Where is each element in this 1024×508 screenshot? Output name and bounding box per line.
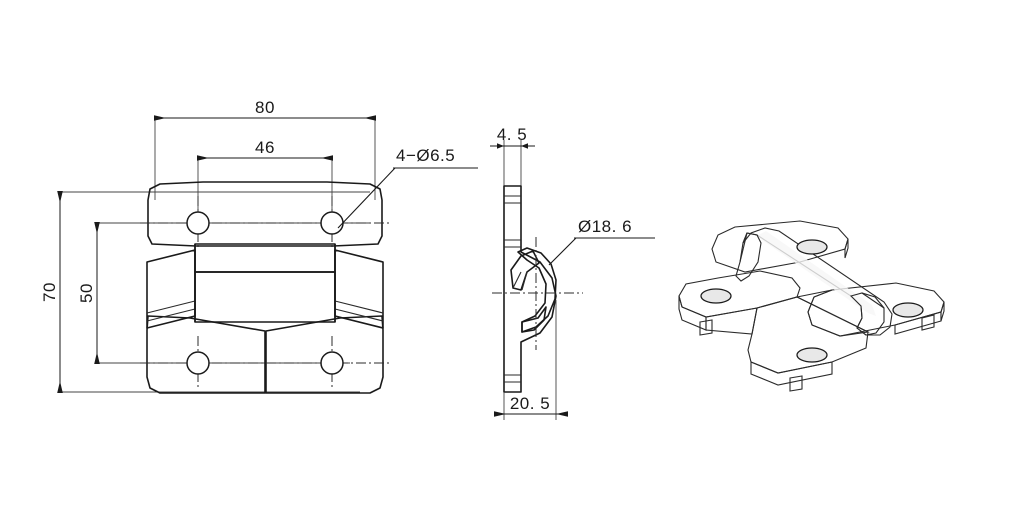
mounting-hole-top-right <box>320 211 344 235</box>
front-barrel-upper <box>194 243 336 273</box>
dimension-label-hole-spacing: 46 <box>255 138 275 157</box>
dimension-label-height: 70 <box>40 282 59 302</box>
side-barrel-inner-curl <box>521 306 547 333</box>
iso-knuckle-shadow <box>795 289 870 337</box>
mounting-hole-bottom-right <box>320 351 344 375</box>
side-body-profile <box>503 185 557 393</box>
mounting-hole-top-left <box>186 211 210 235</box>
iso-barrel-cap-right <box>849 292 885 336</box>
iso-hole-left <box>700 288 732 304</box>
iso-barrel-highlight <box>757 231 876 316</box>
iso-front-leaf-edge-2 <box>894 311 942 335</box>
dimension-depth-20-5: 20. 5 <box>494 300 568 420</box>
dimension-label-hole-vertical: 50 <box>77 283 96 303</box>
front-view: 80 46 70 50 <box>40 98 478 394</box>
front-view-extension-lines <box>60 118 376 393</box>
callout-barrel-diameter: Ø18. 6 <box>548 217 655 266</box>
iso-notch-right <box>921 314 935 331</box>
dimension-hole-vertical-50: 50 <box>77 222 100 364</box>
side-barrel-shell <box>517 247 557 333</box>
callout-hole-diameter: 4−Ø6.5 <box>337 146 478 229</box>
iso-left-leaf-edge <box>678 295 707 331</box>
iso-hole-front-mid <box>796 347 828 363</box>
iso-notch-front <box>789 375 803 392</box>
front-top-plate <box>147 181 383 247</box>
dimension-width-80: 80 <box>154 98 376 121</box>
callout-label-barrel-diameter: Ø18. 6 <box>578 217 632 236</box>
dimension-hole-spacing-46: 46 <box>197 138 333 161</box>
dimension-label-thickness: 4. 5 <box>497 125 527 144</box>
iso-barrel-cap-left <box>735 232 762 282</box>
iso-left-leaf-edge-2 <box>705 307 758 335</box>
callout-label-hole-diameter: 4−Ø6.5 <box>396 146 455 165</box>
dimension-thickness-4-5: 4. 5 <box>490 125 535 195</box>
dimension-height-70: 70 <box>40 191 63 393</box>
front-barrel-lower <box>194 271 336 323</box>
iso-hole-front-right <box>892 302 924 318</box>
iso-back-leaf-edge <box>844 238 849 259</box>
side-view: 4. 5 <box>490 125 655 420</box>
iso-hole-back <box>796 239 828 255</box>
mounting-hole-bottom-left <box>186 351 210 375</box>
isometric-view <box>678 220 945 392</box>
iso-mid-plate-edge <box>750 361 833 386</box>
dimension-label-width: 80 <box>255 98 275 117</box>
dimension-label-depth: 20. 5 <box>510 394 550 413</box>
iso-notch-left <box>699 319 713 336</box>
iso-left-leaf-top <box>678 270 801 318</box>
